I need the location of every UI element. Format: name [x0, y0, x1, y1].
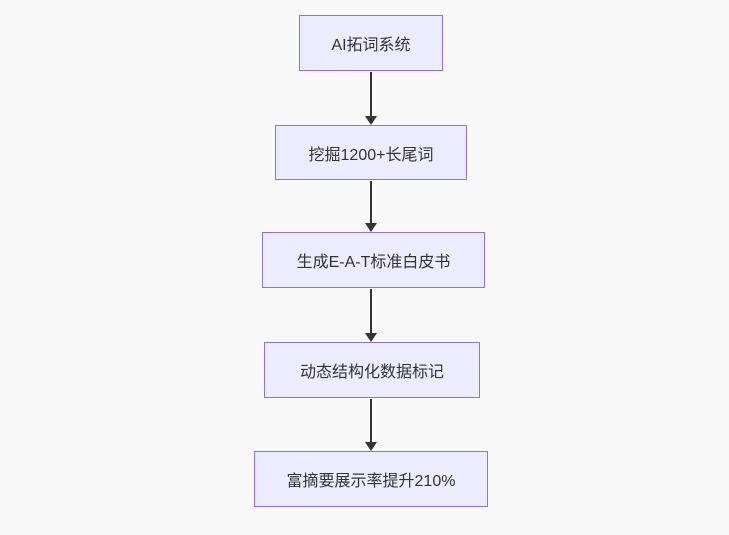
arrow-down-icon [365, 223, 377, 232]
node-label: 富摘要展示率提升210% [286, 473, 456, 490]
arrow-shaft [370, 399, 372, 442]
arrow-shaft [370, 72, 372, 116]
node-label: 挖掘1200+长尾词 [308, 146, 434, 164]
arrow-down-icon [365, 442, 377, 451]
flowchart-node-rich-snippet-result: 富摘要展示率提升210% [254, 451, 488, 507]
flow-arrow-3 [365, 289, 377, 342]
node-label: 生成E-A-T标准白皮书 [296, 254, 451, 271]
flowchart-node-eat-whitepaper: 生成E-A-T标准白皮书 [262, 232, 485, 288]
arrow-down-icon [365, 116, 377, 125]
flowchart-node-structured-data: 动态结构化数据标记 [264, 342, 480, 398]
flow-arrow-4 [365, 399, 377, 451]
flowchart-node-ai-keyword-system: AI拓词系统 [299, 15, 443, 71]
flow-arrow-2 [365, 181, 377, 232]
flowchart-node-longtail-mining: 挖掘1200+长尾词 [275, 125, 467, 180]
node-label: 动态结构化数据标记 [299, 364, 444, 381]
arrow-down-icon [365, 333, 377, 342]
arrow-shaft [370, 289, 372, 333]
flow-arrow-1 [365, 72, 377, 125]
node-label: AI拓词系统 [331, 37, 411, 54]
arrow-shaft [370, 181, 372, 223]
